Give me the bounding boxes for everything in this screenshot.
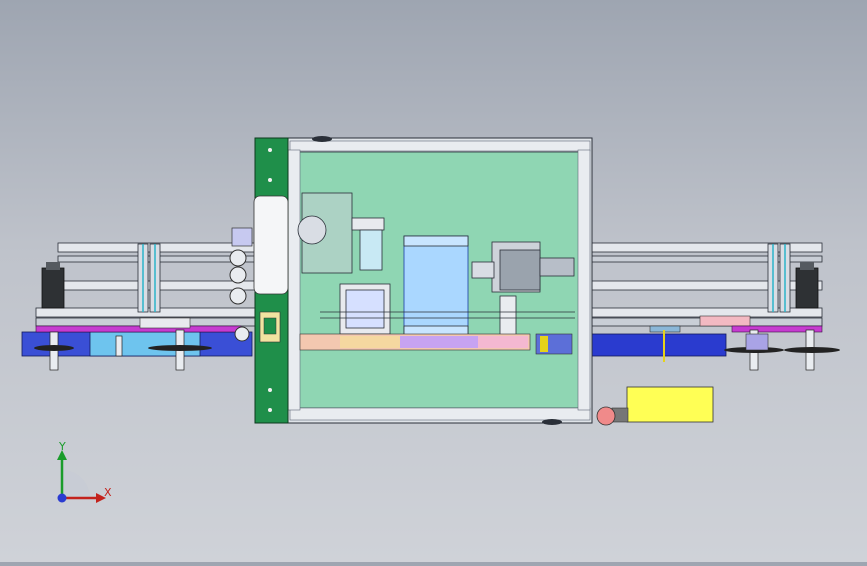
triad-graphic xyxy=(57,450,106,503)
coordinate-triad: Y X xyxy=(40,440,120,510)
y-axis-label: Y xyxy=(59,440,66,453)
green-side-panel xyxy=(253,137,289,424)
left-motor xyxy=(41,267,65,309)
internal-mechanisms xyxy=(297,192,575,337)
left-arm xyxy=(21,227,259,371)
right-arm xyxy=(589,242,840,371)
z-axis-origin xyxy=(57,493,67,503)
x-axis-label: X xyxy=(104,486,112,499)
right-motor xyxy=(795,267,819,309)
yellow-module xyxy=(596,386,714,426)
bottom-rail xyxy=(299,333,573,355)
